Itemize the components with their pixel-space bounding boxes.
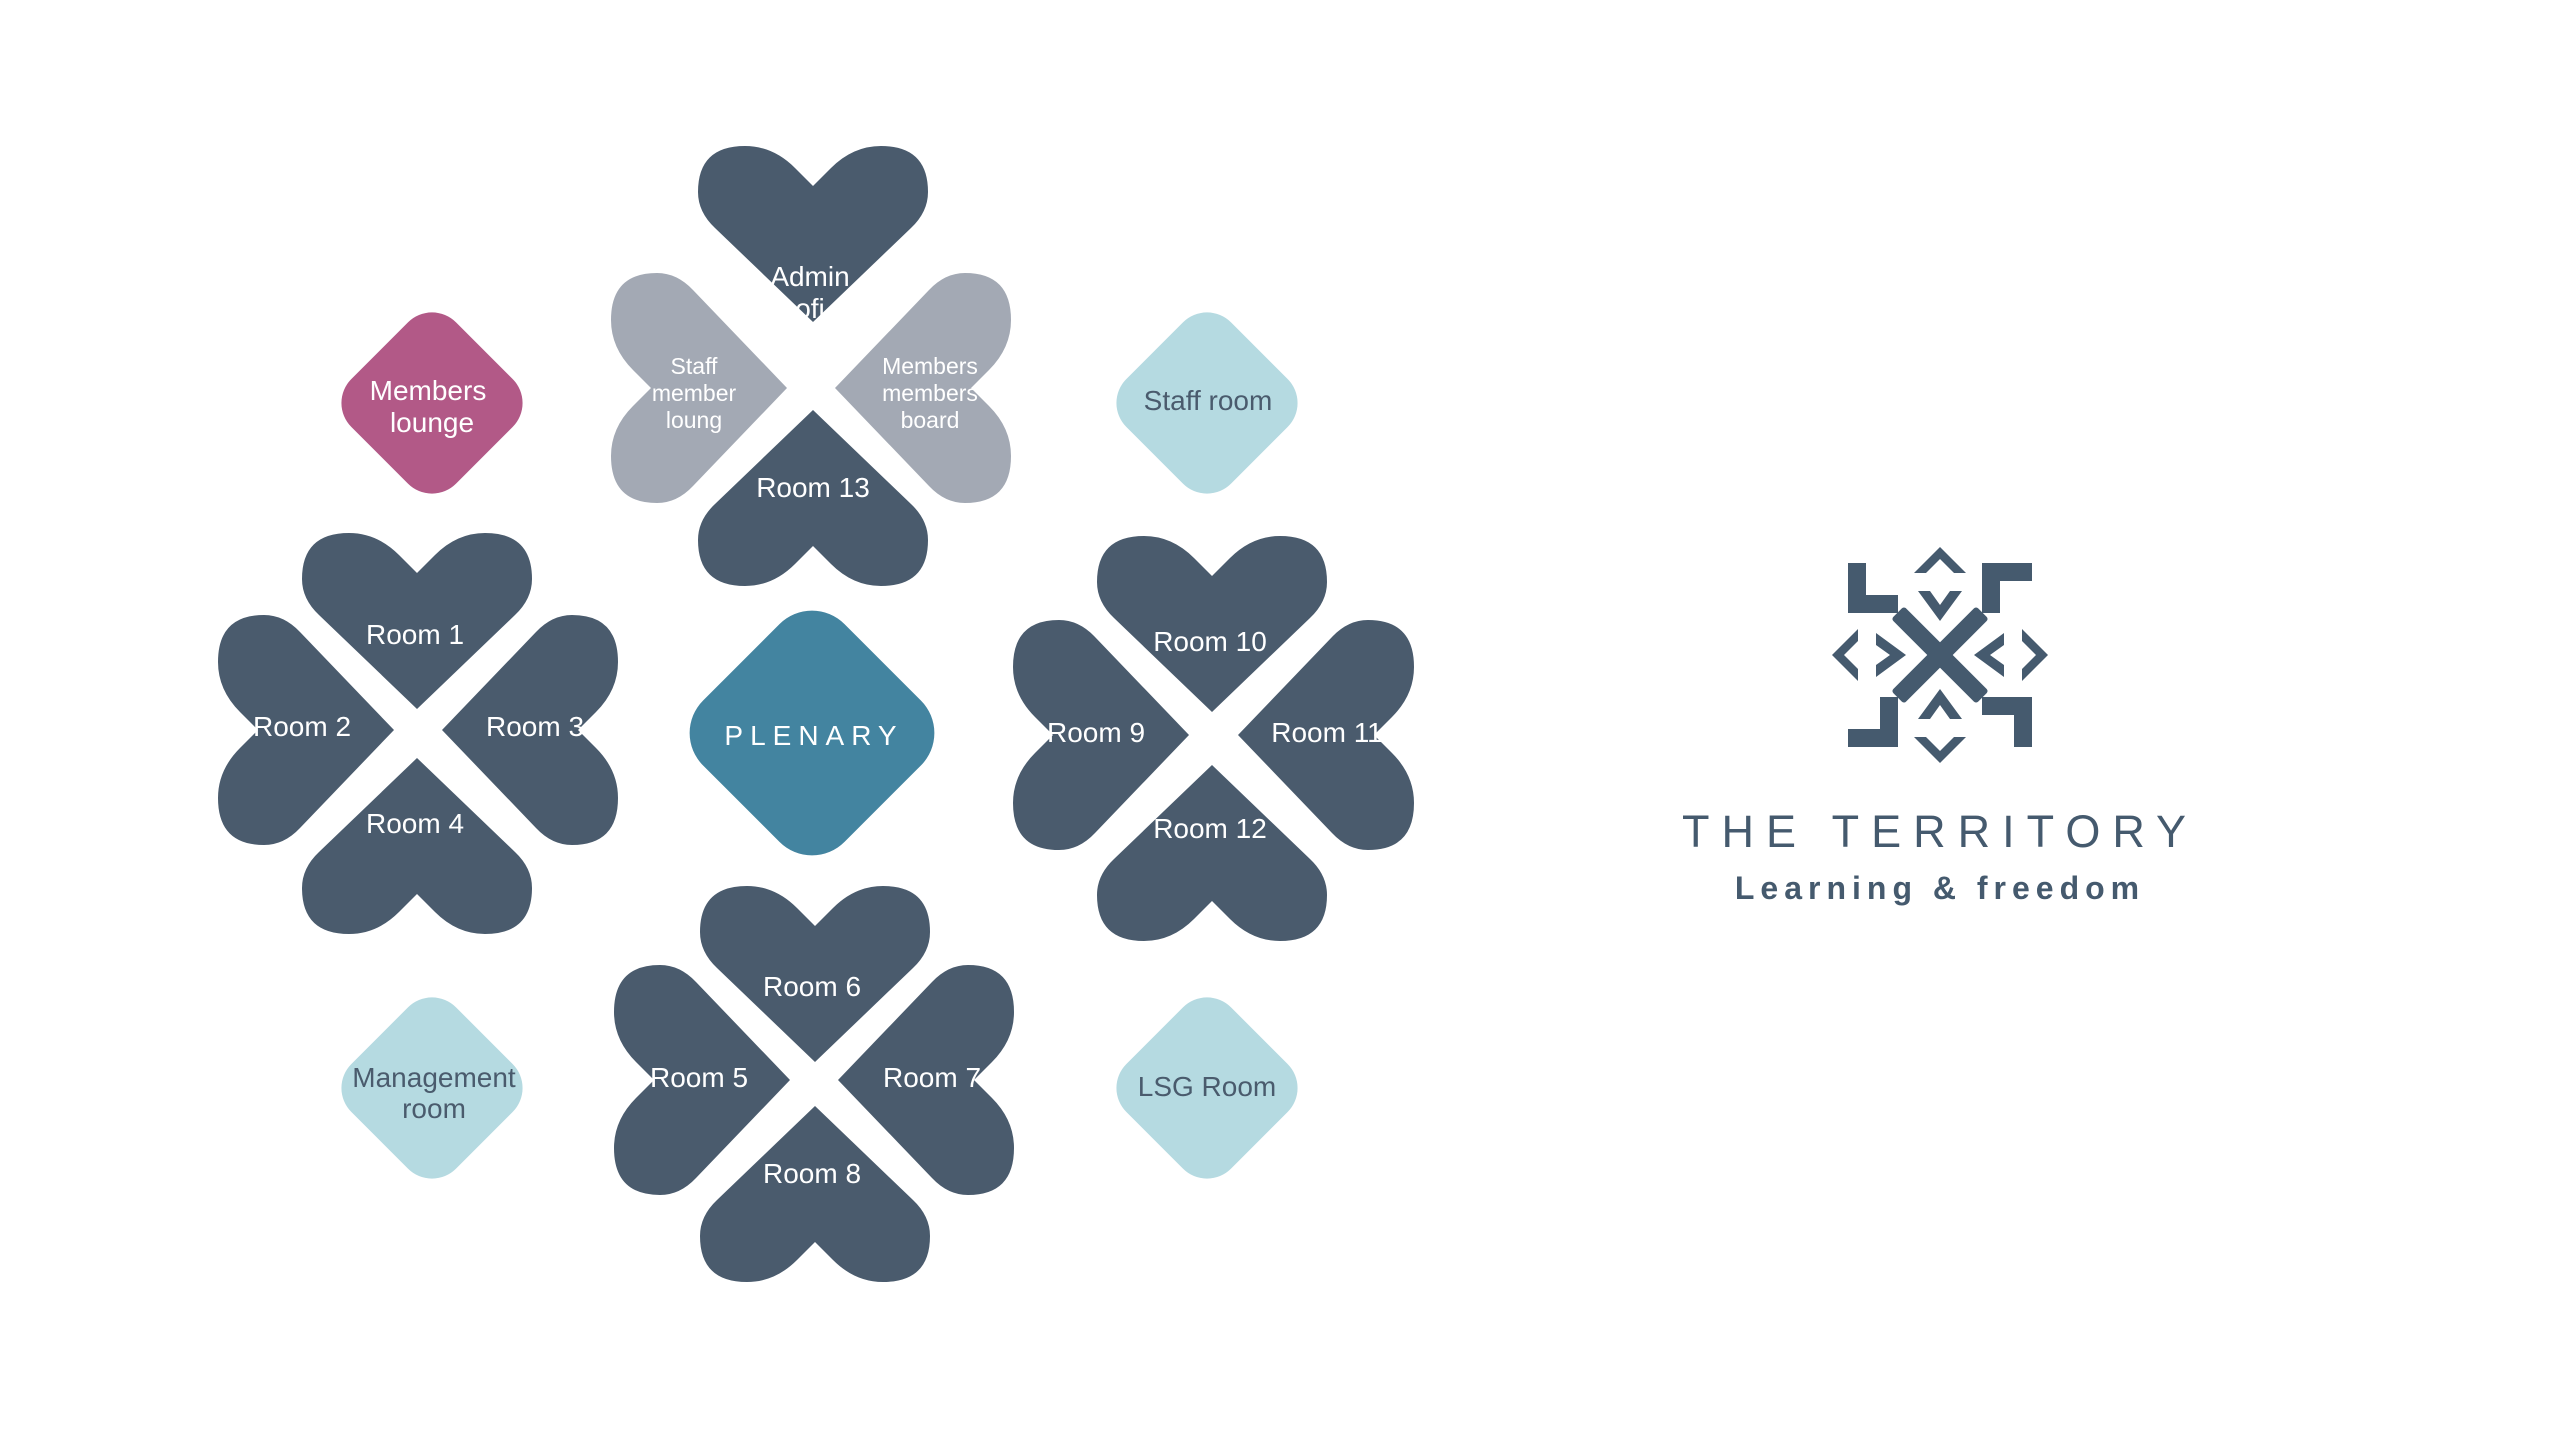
- staff-member-lounge-label-line2: member: [652, 380, 737, 406]
- room-10[interactable]: Room 10: [1097, 536, 1327, 712]
- members-board-label-line2: members: [882, 380, 978, 406]
- room-4[interactable]: Room 4: [302, 758, 532, 934]
- staff-member-lounge-label-line1: Staff: [671, 353, 718, 379]
- room-10-label: Room 10: [1153, 626, 1267, 657]
- room-12-label: Room 12: [1153, 813, 1267, 844]
- room-13-label: Room 13: [756, 472, 870, 503]
- admin-office-label-line2: ofi: [795, 293, 825, 324]
- members-board-label-line3: board: [901, 407, 960, 433]
- members-board[interactable]: Members members board: [835, 273, 1011, 503]
- room-9[interactable]: Room 9: [1013, 620, 1189, 850]
- staff-member-lounge[interactable]: Staff member loung: [611, 273, 787, 503]
- members-lounge-label-line2: lounge: [390, 407, 474, 438]
- staff-room-label: Staff room: [1144, 385, 1273, 416]
- management-room-label-line1: Management: [352, 1062, 516, 1093]
- room-1[interactable]: Room 1: [302, 533, 532, 709]
- room-8[interactable]: Room 8: [700, 1106, 930, 1282]
- members-board-label-line1: Members: [882, 353, 978, 379]
- snowflake-chevron-logo-icon: [1832, 547, 2048, 763]
- room-6-label: Room 6: [763, 971, 861, 1002]
- room-9-label: Room 9: [1047, 717, 1145, 748]
- room-11[interactable]: Room 11: [1238, 620, 1414, 850]
- plenary-label: PLENARY: [724, 720, 903, 751]
- brand-name: THE TERRITORY: [1681, 806, 2199, 857]
- room-3-label: Room 3: [486, 711, 584, 742]
- brand-block: THE TERRITORY Learning & freedom: [1640, 540, 2240, 907]
- room-4-label: Room 4: [366, 808, 464, 839]
- management-room[interactable]: Management room: [327, 983, 536, 1192]
- members-lounge[interactable]: Members lounge: [327, 298, 536, 507]
- room-2-label: Room 2: [253, 711, 351, 742]
- room-2[interactable]: Room 2: [218, 615, 394, 845]
- room-13[interactable]: Room 13: [698, 410, 928, 586]
- room-7[interactable]: Room 7: [838, 965, 1014, 1195]
- plenary[interactable]: PLENARY: [671, 592, 954, 875]
- members-lounge-label-line1: Members: [370, 375, 487, 406]
- room-1-label: Room 1: [366, 619, 464, 650]
- staff-room[interactable]: Staff room: [1102, 298, 1311, 507]
- management-room-label-line2: room: [402, 1093, 466, 1124]
- staff-member-lounge-label-line3: loung: [666, 407, 722, 433]
- admin-office-label-line1: Admin: [770, 261, 849, 292]
- room-5-label: Room 5: [650, 1062, 748, 1093]
- brand-tagline: Learning & freedom: [1734, 870, 2146, 906]
- room-11-label: Room 11: [1271, 717, 1383, 748]
- room-3[interactable]: Room 3: [442, 615, 618, 845]
- room-12[interactable]: Room 12: [1097, 765, 1327, 941]
- lsg-room[interactable]: LSG Room: [1102, 983, 1311, 1192]
- lsg-room-label: LSG Room: [1138, 1071, 1277, 1102]
- room-8-label: Room 8: [763, 1158, 861, 1189]
- room-5[interactable]: Room 5: [614, 965, 790, 1195]
- room-7-label: Room 7: [883, 1062, 981, 1093]
- room-6[interactable]: Room 6: [700, 886, 930, 1062]
- admin-office[interactable]: Admin ofi: [698, 146, 928, 324]
